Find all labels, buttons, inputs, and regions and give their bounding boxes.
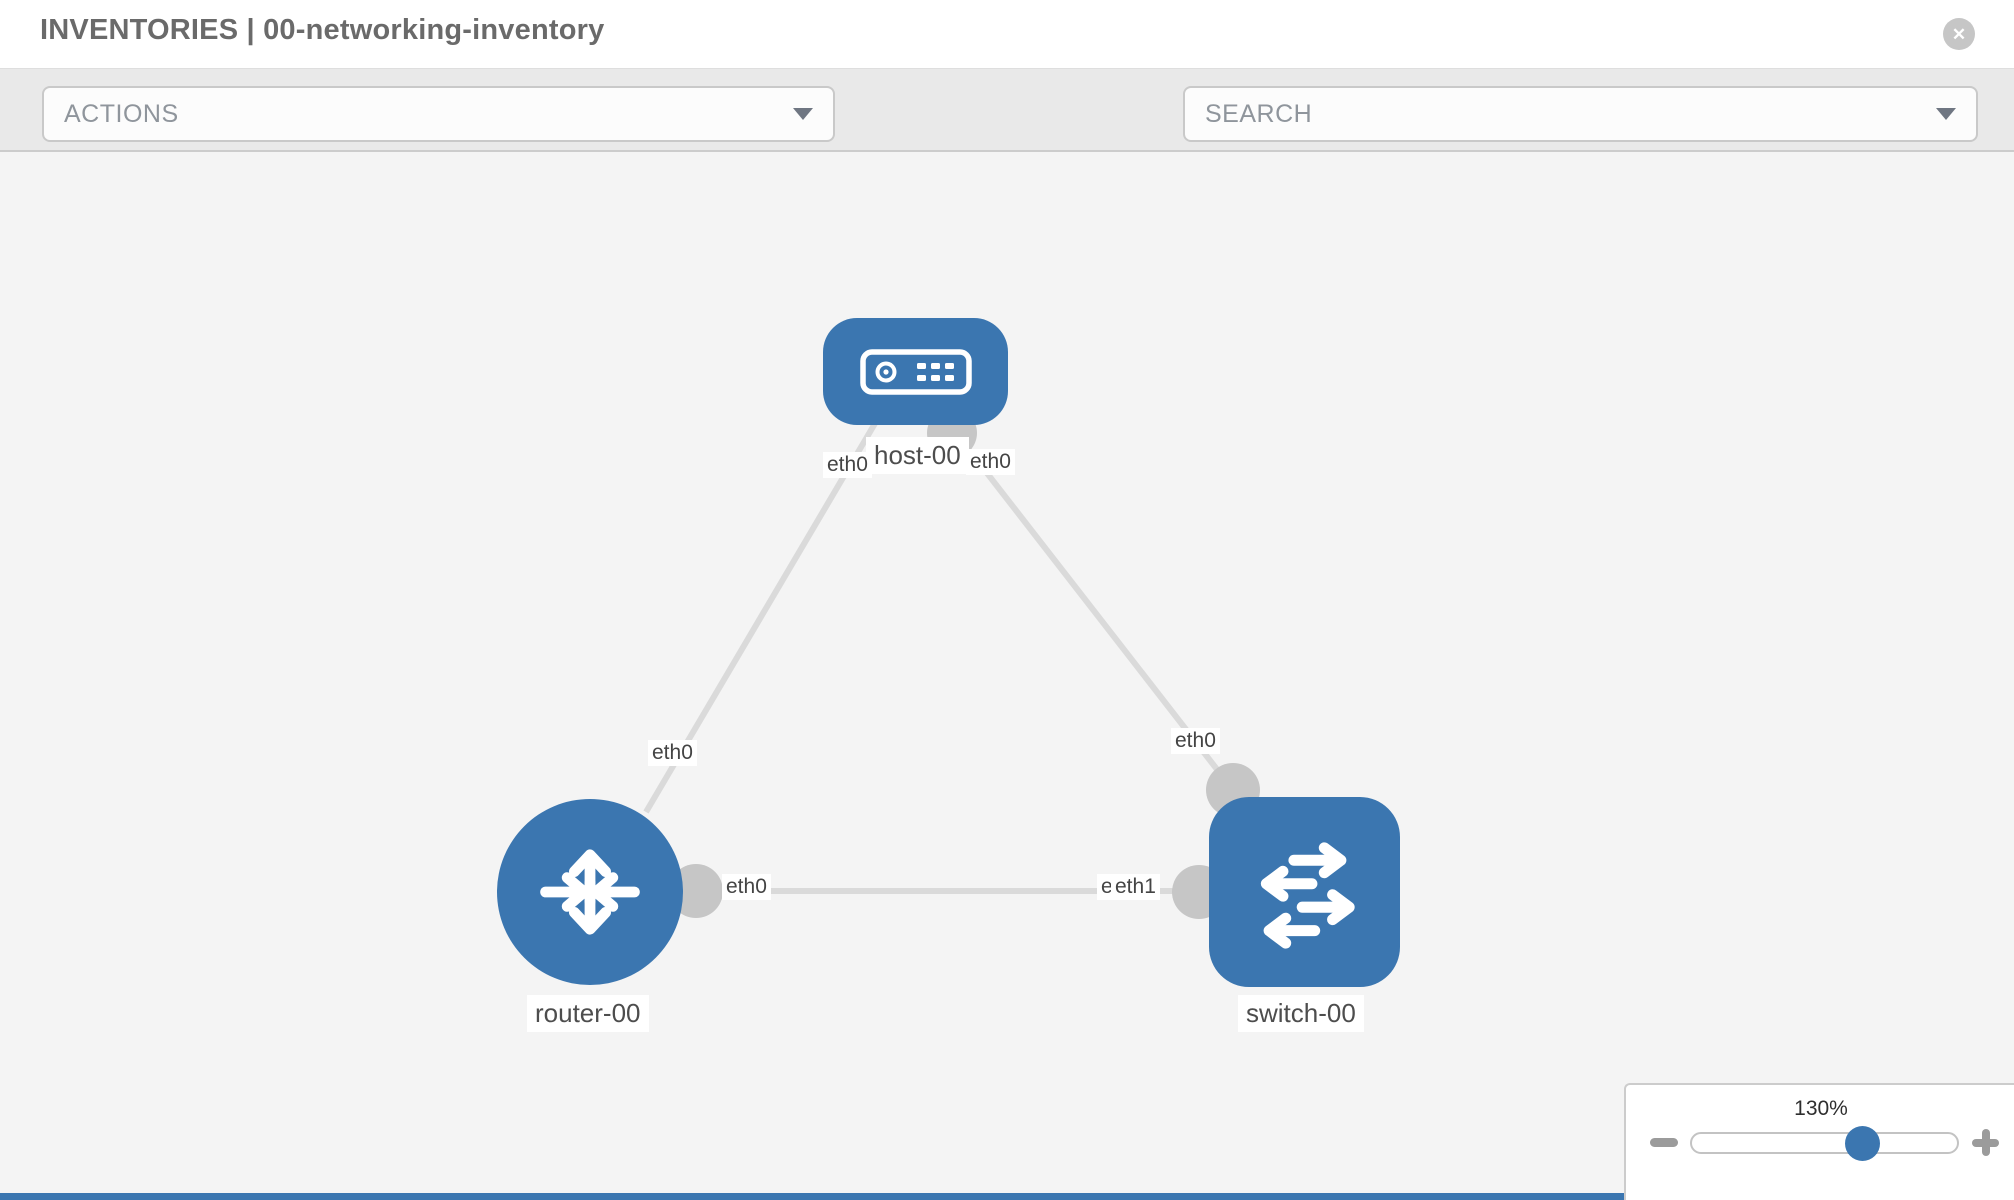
search-dropdown-value: SEARCH (1205, 99, 1313, 128)
topology-canvas[interactable] (0, 152, 2014, 1200)
zoom-in-button[interactable] (1972, 1129, 1999, 1156)
page-header: INVENTORIES | 00-networking-inventory ✕ (0, 0, 2014, 68)
router-icon (540, 849, 640, 935)
interface-label-router-eth0-right: eth0 (722, 874, 771, 900)
zoom-slider-knob[interactable] (1845, 1126, 1880, 1161)
switch-icon (1260, 842, 1355, 949)
search-dropdown[interactable]: SEARCH (1183, 86, 1978, 142)
toolbar: ACTIONS SEARCH (0, 68, 2014, 199)
zoom-out-button[interactable] (1650, 1138, 1678, 1147)
node-switch-00[interactable] (1209, 797, 1400, 987)
interface-label-host-eth0-left: eth0 (823, 452, 872, 478)
close-icon: ✕ (1951, 24, 1967, 44)
interface-label-host-eth0-right: eth0 (966, 449, 1015, 475)
actions-dropdown-value: ACTIONS (64, 99, 179, 128)
interface-label-switch-eth0-top: eth0 (1171, 728, 1220, 754)
chevron-down-icon (1936, 108, 1956, 120)
node-router-00[interactable] (497, 799, 683, 985)
interface-label-router-eth0-top: eth0 (648, 740, 697, 766)
actions-dropdown[interactable]: ACTIONS (42, 86, 835, 142)
interface-connector (669, 864, 723, 918)
zoom-level-readout: 130% (1794, 1097, 1848, 1120)
node-label-host-00[interactable]: host-00 (866, 437, 969, 474)
node-host-00[interactable] (823, 318, 1008, 425)
chevron-down-icon (793, 108, 813, 120)
bottom-blue-bar (0, 1193, 1624, 1200)
host-icon (859, 348, 972, 395)
close-button[interactable]: ✕ (1943, 18, 1975, 50)
zoom-slider-track[interactable] (1690, 1132, 1959, 1154)
page-title: INVENTORIES | 00-networking-inventory (40, 14, 605, 46)
node-label-router-00[interactable]: router-00 (527, 995, 649, 1032)
node-label-switch-00[interactable]: switch-00 (1238, 995, 1364, 1032)
interface-label-switch-eth1: eth1 (1111, 874, 1160, 900)
